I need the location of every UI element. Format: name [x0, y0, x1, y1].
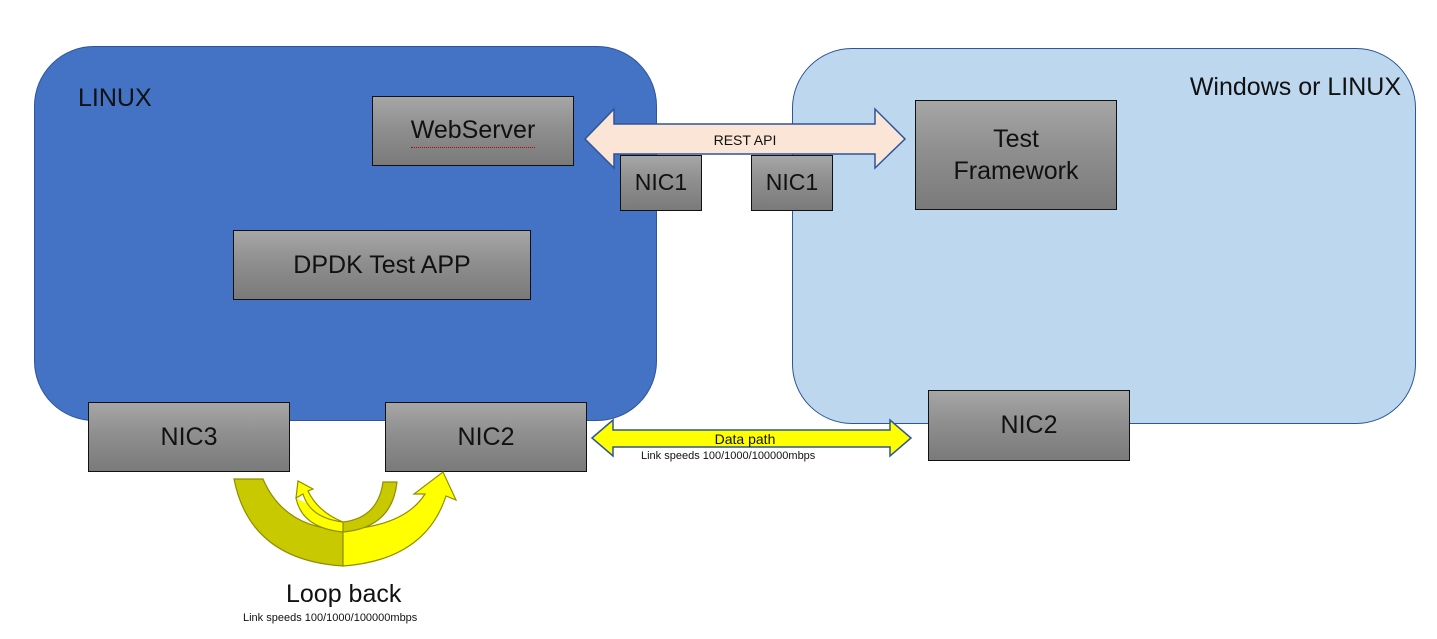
linux-host-label: LINUX: [78, 84, 152, 112]
data-path-label: Data path: [714, 431, 776, 447]
windows-host-label: Windows or LINUX: [1189, 73, 1401, 101]
webserver-box: WebServer: [372, 96, 574, 166]
windows-nic2-box: NIC2: [928, 390, 1130, 461]
loop-outer-bright-arrow: [342, 471, 458, 567]
loop-inner-bright-arrow: [295, 480, 344, 533]
rest-api-label: REST API: [713, 132, 777, 148]
linux-nic1-box: NIC1: [620, 155, 702, 211]
webserver-label: WebServer: [410, 114, 536, 148]
linux-nic2-box: NIC2: [385, 402, 587, 472]
loop-back-label: Loop back: [286, 580, 402, 608]
data-path-speed-label: Link speeds 100/1000/100000mbps: [641, 450, 816, 462]
dpdk-test-app-box: DPDK Test APP: [233, 230, 531, 300]
windows-nic1-box: NIC1: [751, 155, 833, 211]
test-framework-box: Test Framework: [915, 100, 1117, 210]
linux-nic3-box: NIC3: [88, 402, 290, 472]
loop-back-speed-label: Link speeds 100/1000/100000mbps: [243, 612, 418, 624]
